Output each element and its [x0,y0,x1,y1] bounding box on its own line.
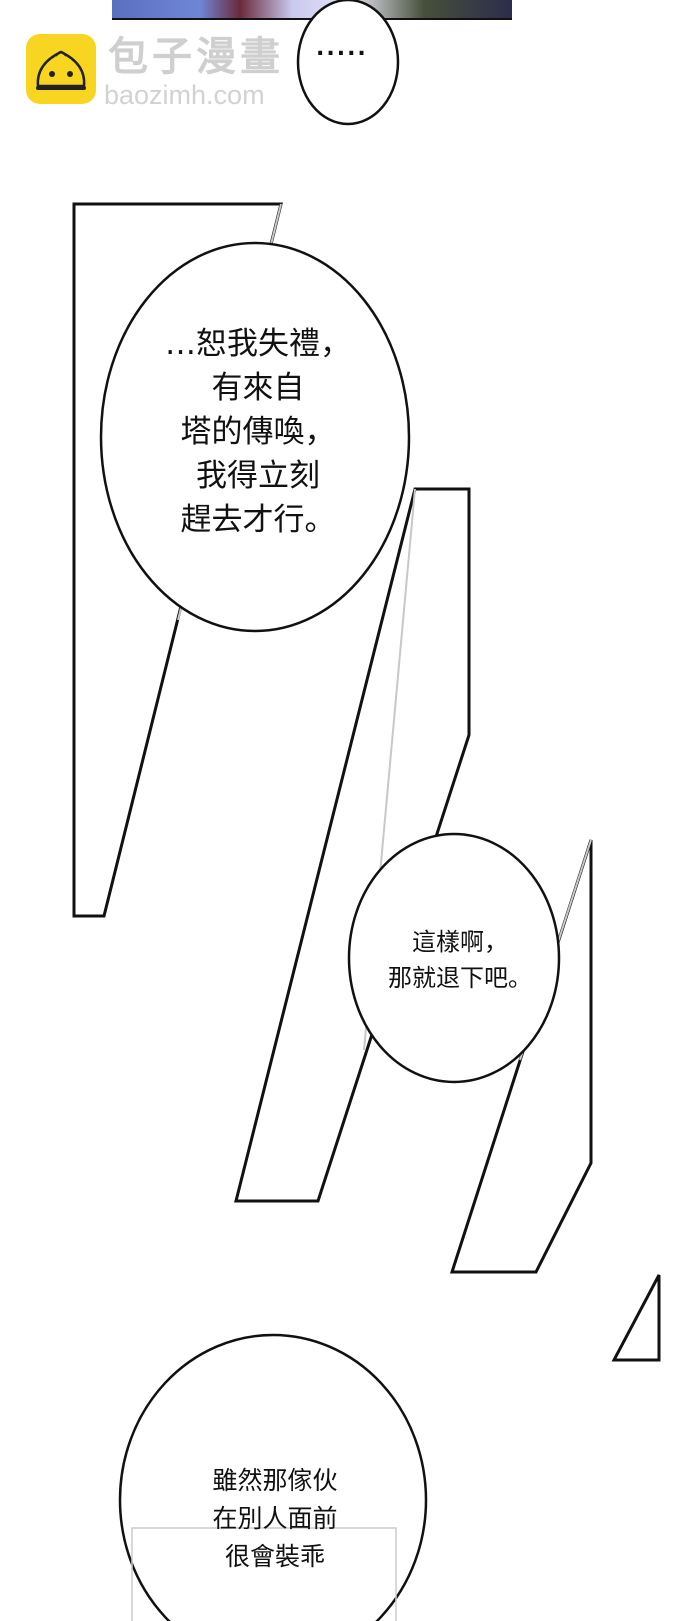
dialogue-line: 在別人面前 [212,1504,338,1533]
watermark-title: 包子漫畫 [108,34,284,80]
watermark-url: baozimh.com [104,80,265,110]
dialogue-line: 趕去才行。 [180,502,336,538]
bubble-reply-text: 這樣啊， 那就退下吧。 [360,924,560,996]
bubble-ellipsis-text: ..... [316,36,368,61]
dialogue-line: 我得立刻 [196,458,320,494]
dialogue-line: 雖然那傢伙 [212,1466,338,1495]
bubble-excuse [99,241,411,633]
dialogue-line: 有來自 [211,370,305,406]
bubble-although-text: 雖然那傢伙 在別人面前 很會裝乖 [180,1462,370,1576]
bubble-reply [347,832,561,1084]
bubble-ellipsis [296,0,400,126]
dialogue-line: …恕我失禮， [165,326,351,362]
dialogue-line: 那就退下吧。 [388,964,532,992]
dialogue-line: 很會裝乖 [224,1542,325,1571]
dialogue-line: 這樣啊， [412,928,508,956]
bun-logo-icon [26,34,96,104]
bubble-although [118,1333,428,1621]
bubble-excuse-text: …恕我失禮， 有來自 塔的傳喚， 我得立刻 趕去才行。 [138,322,378,542]
dialogue-line: 塔的傳喚， [180,414,336,450]
site-watermark: 包子漫畫 baozimh.com [26,34,326,110]
